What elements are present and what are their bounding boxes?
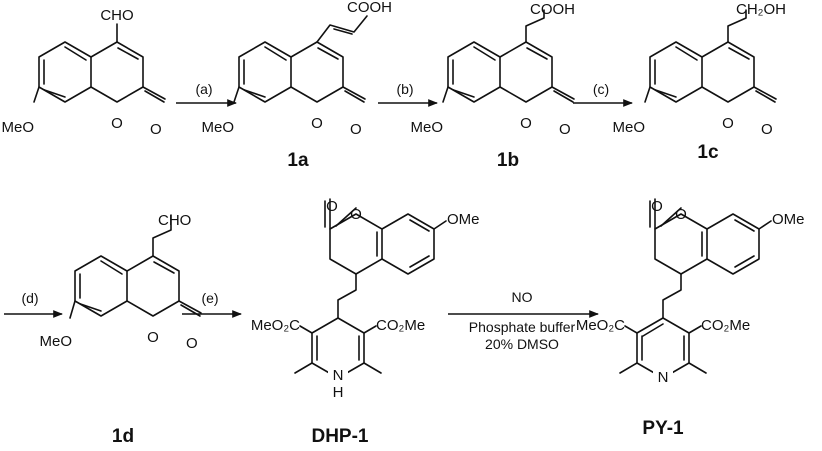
step-c-label: (c) [593,81,609,97]
methoxy-group: MeO [410,119,443,136]
step-a-label: (a) [195,81,212,97]
step-d-label: (d) [21,290,38,306]
oxidation-arrow: NO Phosphate buffer 20% DMSO [448,289,599,352]
carbonyl-oxygen: O [651,198,663,215]
ring-oxygen: O [147,329,159,346]
compound-label-1d: 1d [112,426,134,447]
ring-oxygen: O [675,206,687,223]
methoxy-group: MeO [612,119,645,136]
carboxylic-acid-group: COOH [530,1,575,18]
compound-label-1a: 1a [287,150,309,171]
compound-1b: COOH MeO O O 1b [410,1,575,171]
ring-oxygen: O [311,115,323,132]
aldehyde-group: CHO [158,212,191,229]
condition-solvent: 20% DMSO [485,336,559,352]
compound-py-1: O O OMe N MeO₂C CO₂Me PY-1 [576,198,805,439]
ring-nh-hydrogen: H [333,384,344,401]
carbonyl-oxygen: O [326,198,338,215]
start-aldehyde: CHO MeO O O [1,7,166,138]
carbonyl-oxygen: O [150,121,162,138]
step-a-arrow: (a) [176,81,237,107]
aldehyde-group: CHO [100,7,133,24]
ester-left: MeO₂C [251,317,300,334]
ring-oxygen: O [350,206,362,223]
methoxy-group: MeO [39,333,72,350]
ring-oxygen: O [111,115,123,132]
compound-1c: CH₂OH MeO O O 1c [612,1,786,163]
ring-nitrogen: N [333,367,344,384]
carbonyl-oxygen: O [186,335,198,352]
hydroxymethyl-group: CH₂OH [736,1,786,18]
compound-label-dhp-1: DHP-1 [311,426,368,447]
carboxylic-acid-group: COOH [347,0,392,16]
compound-label-1b: 1b [497,150,519,171]
compound-1a: COOH MeO O O 1a [201,0,392,171]
methoxy-group: OMe [772,211,805,228]
ring-oxygen: O [722,115,734,132]
carbonyl-oxygen: O [350,121,362,138]
condition-buffer: Phosphate buffer [469,319,576,335]
ester-left: MeO₂C [576,317,625,334]
compound-label-1c: 1c [697,142,719,163]
compound-label-py-1: PY-1 [642,418,684,439]
step-c-arrow: (c) [573,81,633,107]
ester-right: CO₂Me [701,317,750,334]
carbonyl-oxygen: O [761,121,773,138]
ester-right: CO₂Me [376,317,425,334]
methoxy-group: MeO [1,119,34,136]
step-b-label: (b) [396,81,413,97]
compound-dhp-1: O O OMe N H MeO₂C CO₂Me DHP-1 [251,198,480,447]
methoxy-group: OMe [447,211,480,228]
carbonyl-oxygen: O [559,121,571,138]
step-b-arrow: (b) [378,81,438,107]
step-e-label: (e) [201,290,218,306]
step-d-arrow: (d) [4,290,63,318]
compound-1d: CHO MeO O O 1d [39,212,202,447]
methoxy-group: MeO [201,119,234,136]
reagent-no: NO [512,289,533,305]
ring-oxygen: O [520,115,532,132]
ring-nitrogen: N [658,369,669,386]
step-e-arrow: (e) [182,290,242,318]
